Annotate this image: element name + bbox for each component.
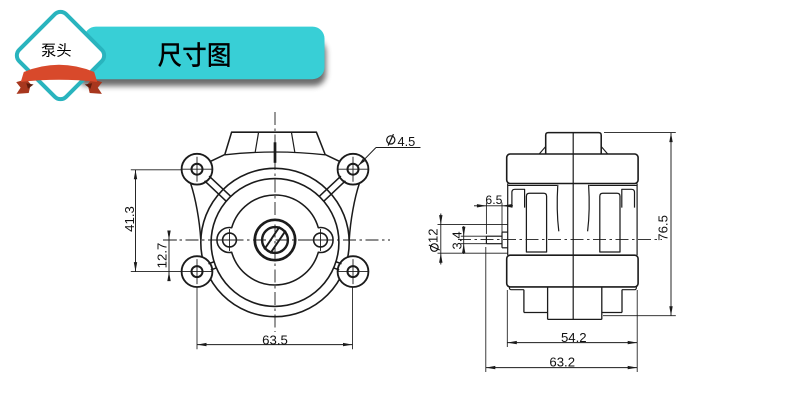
svg-text:63.5: 63.5 [262,333,288,348]
svg-text:12.7: 12.7 [154,243,169,269]
svg-text:63.2: 63.2 [549,355,575,370]
svg-text:12: 12 [426,229,441,243]
svg-text:4.5: 4.5 [398,134,416,149]
svg-text:54.2: 54.2 [561,330,587,345]
svg-text:41.3: 41.3 [122,206,137,232]
svg-text:3.4: 3.4 [449,231,464,249]
svg-text:6.5: 6.5 [485,193,502,207]
svg-text:76.5: 76.5 [656,215,671,241]
